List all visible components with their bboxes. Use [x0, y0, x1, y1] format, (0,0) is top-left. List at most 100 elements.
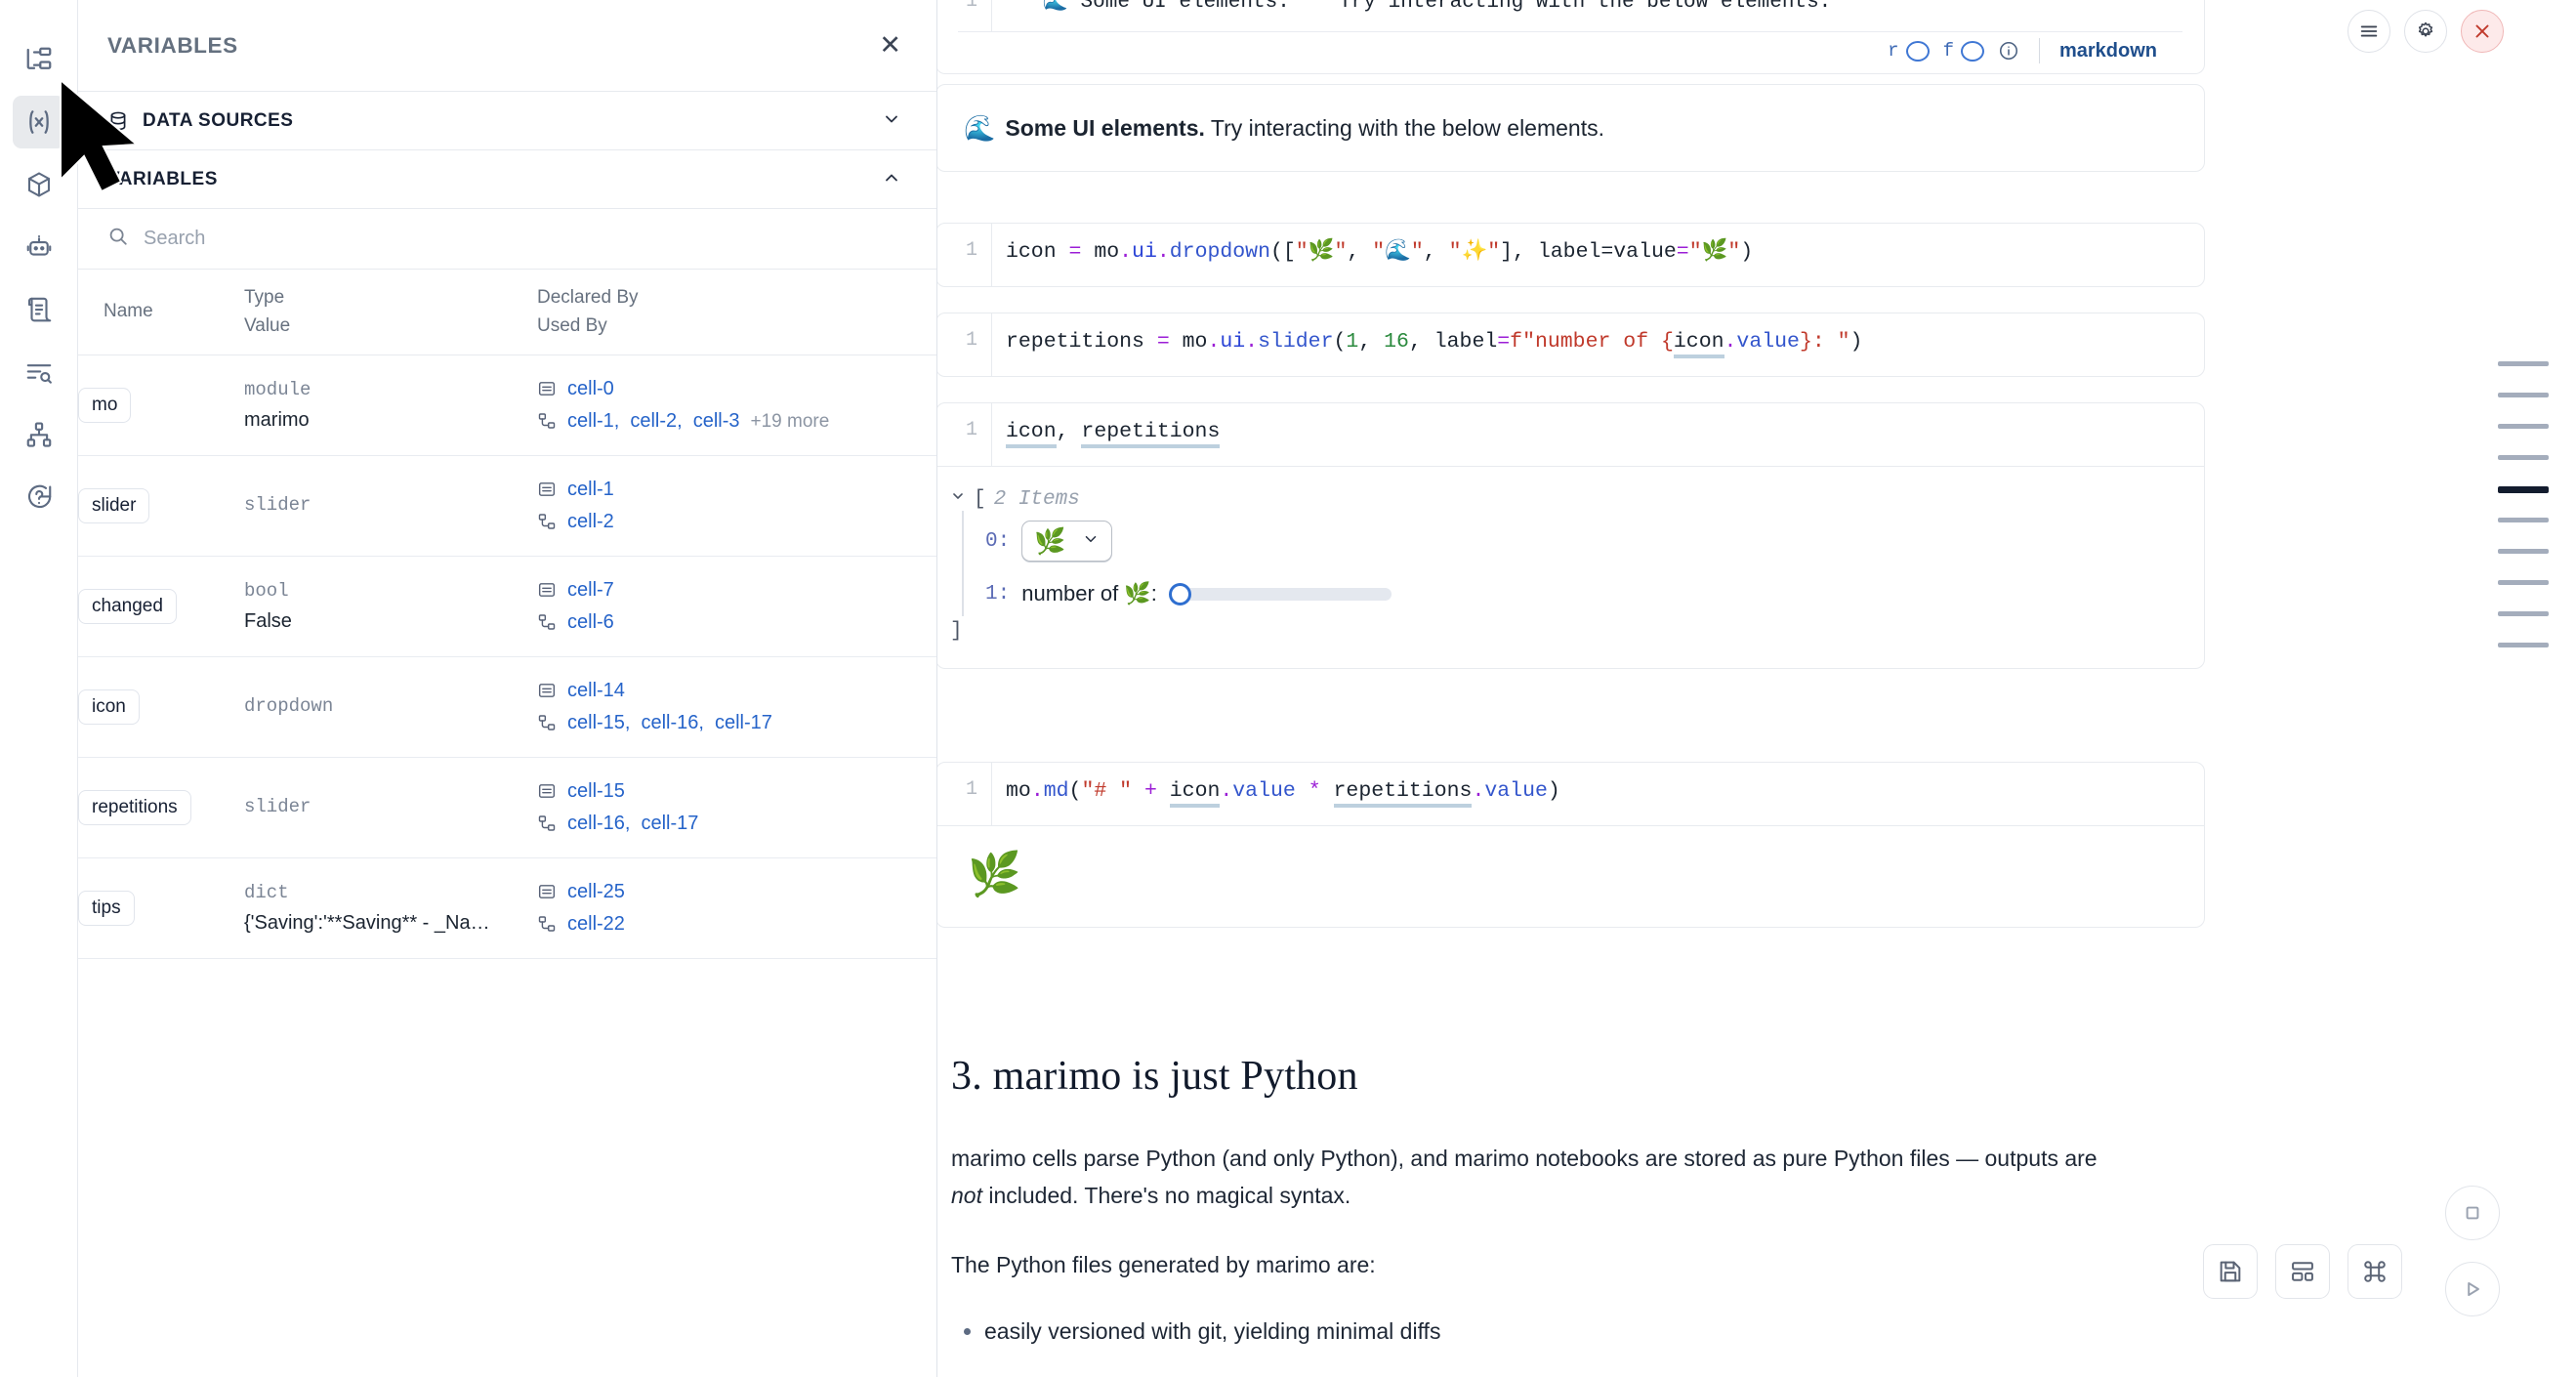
minimap-tick[interactable] [2498, 580, 2549, 585]
code-text[interactable]: """🌊 Some UI elements.""" Try interactin… [991, 0, 2204, 32]
variable-name-chip[interactable]: slider [78, 487, 150, 523]
r-toggle-icon [1905, 40, 1930, 62]
close-panel-button[interactable]: ✕ [879, 30, 901, 60]
declared-by-icon [537, 480, 557, 499]
variable-name-chip[interactable]: mo [78, 387, 132, 423]
minimap-tick[interactable] [2498, 549, 2549, 554]
cell-link[interactable]: cell-17 [714, 711, 772, 733]
table-header-row: Name Type Value Declared By Used By [78, 270, 936, 355]
cell-link[interactable]: cell-2 [567, 510, 614, 532]
slider-thumb[interactable] [1168, 582, 1191, 605]
cell-slider-definition[interactable]: 1 repetitions = mo.ui.slider(1, 16, labe… [937, 313, 2205, 377]
variable-name-cell: repetitions [78, 757, 244, 858]
cell-settings-button[interactable] [2404, 10, 2447, 53]
save-button[interactable] [2203, 1244, 2258, 1299]
code-editor[interactable]: 1 """🌊 Some UI elements.""" Try interact… [937, 0, 2204, 32]
sidebar-item-dependency-graph[interactable] [13, 408, 65, 461]
cell-link[interactable]: cell-16, [567, 812, 631, 834]
line-number: 1 [965, 778, 977, 801]
cell-delete-button[interactable] [2461, 10, 2504, 53]
code-text[interactable]: icon, repetitions [991, 403, 2204, 466]
cell-link[interactable]: cell-2, [630, 409, 683, 432]
chevron-down-icon[interactable] [882, 109, 901, 133]
chevron-up-icon[interactable] [882, 168, 901, 191]
dependency-graph-icon [24, 420, 54, 449]
declared-by-line: cell-25 [537, 876, 931, 908]
cell-link[interactable]: cell-15 [567, 779, 625, 802]
declared-used-cell: cell-25 cell-22 [537, 857, 936, 959]
minimap-tick[interactable] [2498, 393, 2549, 397]
section-variables[interactable]: VARIABLES [78, 150, 936, 209]
sidebar-item-logs[interactable] [13, 346, 65, 398]
minimap-tick[interactable] [2498, 518, 2549, 522]
cell-link[interactable]: cell-17 [641, 812, 699, 834]
sidebar-item-variables[interactable] [12, 96, 65, 148]
chevron-down-icon [1082, 530, 1100, 553]
sidebar-item-scratchpad[interactable] [13, 283, 65, 336]
cell-link[interactable]: cell-16, [641, 711, 704, 733]
sidebar-item-file-explorer[interactable] [13, 33, 65, 86]
tuple-entry-0: 0: 🌿 [964, 511, 2204, 571]
file-explorer-icon [24, 45, 54, 74]
dropdown-widget[interactable]: 🌿 [1021, 521, 1112, 562]
divider [2038, 38, 2040, 64]
slider-track[interactable] [1181, 587, 1392, 601]
cell-link[interactable]: cell-3 [692, 409, 740, 432]
variable-name-chip[interactable]: changed [78, 588, 177, 624]
cell-link[interactable]: cell-6 [567, 610, 614, 633]
toggle-r[interactable]: r [1888, 40, 1930, 62]
section-data-sources[interactable]: DATA SOURCES [78, 92, 936, 150]
cell-language-badge[interactable]: markdown [2058, 39, 2157, 62]
minimap-tick[interactable] [2498, 361, 2549, 366]
cell-menu-button[interactable] [2347, 10, 2390, 53]
code-text[interactable]: icon = mo.ui.dropdown(["🌿", "🌊", "✨"], l… [991, 224, 2204, 286]
cell-link[interactable]: cell-14 [567, 679, 625, 701]
collapse-chevron-icon[interactable] [950, 488, 966, 511]
minimap-tick[interactable] [2498, 643, 2549, 647]
minimap-tick[interactable] [2498, 611, 2549, 616]
cell-link[interactable]: cell-22 [567, 912, 625, 935]
minimap-tick[interactable] [2498, 424, 2549, 429]
code-editor[interactable]: 1 icon, repetitions [937, 402, 2205, 467]
cell-link[interactable]: cell-15, [567, 711, 631, 733]
cell-link[interactable]: cell-1, [567, 409, 620, 432]
section-paragraph-1: marimo cells parse Python (and only Pyth… [951, 1141, 2113, 1214]
minimap-tick-current[interactable] [2498, 486, 2549, 493]
interrupt-button[interactable] [2445, 1186, 2500, 1240]
search-input[interactable] [144, 228, 907, 250]
variable-type-value-cell: dropdown [244, 656, 537, 758]
code-text[interactable]: repetitions = mo.ui.slider(1, 16, label=… [991, 313, 2204, 376]
cell-link[interactable]: cell-0 [567, 377, 614, 399]
more-cells-label[interactable]: +19 more [750, 410, 830, 432]
variable-name-cell: icon [78, 656, 244, 758]
cell-link[interactable]: cell-1 [567, 478, 614, 500]
code-editor[interactable]: 1 mo.md("# " + icon.value * repetitions.… [937, 762, 2205, 826]
variable-type-value-cell: slider [244, 455, 537, 557]
run-all-button[interactable] [2445, 1262, 2500, 1316]
table-row: icon dropdown cell-14 cell-15, cell-16, cell-… [78, 656, 936, 758]
variable-name-chip[interactable]: tips [78, 890, 135, 926]
sidebar-item-ai-assistant[interactable] [13, 221, 65, 273]
cell-dropdown-definition[interactable]: 1 icon = mo.ui.dropdown(["🌿", "🌊", "✨"],… [937, 223, 2205, 287]
variable-name-chip[interactable]: repetitions [78, 789, 191, 825]
code-text[interactable]: mo.md("# " + icon.value * repetitions.va… [991, 763, 2204, 825]
sidebar-item-help[interactable] [13, 471, 65, 523]
toggle-f[interactable]: f [1943, 40, 1984, 62]
variable-name-chip[interactable]: icon [78, 688, 140, 725]
line-number: 1 [965, 239, 977, 262]
declared-by-icon [537, 379, 557, 398]
slider-widget[interactable] [1168, 582, 1392, 605]
notebook-area: 1 """🌊 Some UI elements.""" Try interact… [937, 0, 2576, 1377]
minimap-tick[interactable] [2498, 455, 2549, 460]
sidebar-item-packages[interactable] [13, 158, 65, 211]
variable-type: bool [244, 580, 289, 603]
minimap-scrollbar[interactable] [2469, 0, 2576, 1377]
info-icon[interactable] [1998, 40, 2019, 62]
command-palette-button[interactable] [2347, 1244, 2402, 1299]
layout-button[interactable] [2275, 1244, 2330, 1299]
used-by-icon [537, 914, 557, 934]
cell-link[interactable]: cell-25 [567, 880, 625, 902]
cell-link[interactable]: cell-7 [567, 578, 614, 601]
